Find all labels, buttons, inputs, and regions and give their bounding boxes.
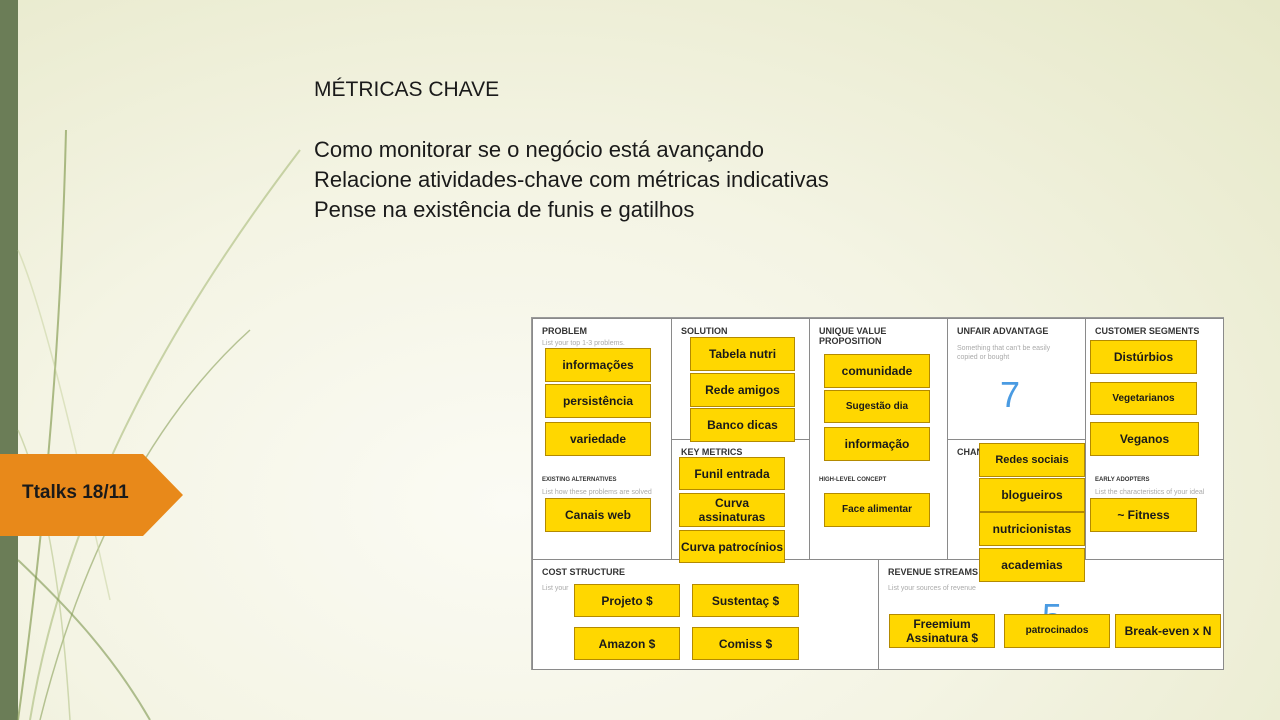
- sticky-curva-assinaturas: Curva assinaturas: [679, 493, 785, 527]
- sticky-curva-patrocinios: Curva patrocínios: [679, 530, 785, 563]
- sticky-informacao: informação: [824, 427, 930, 461]
- header-uvp: UNIQUE VALUE PROPOSITION: [819, 326, 887, 346]
- hint-revenue: List your sources of revenue: [888, 585, 976, 592]
- sticky-academias: academias: [979, 548, 1085, 582]
- header-revenue: REVENUE STREAMS: [888, 567, 979, 577]
- hint-unfair: Something that can't be easily copied or…: [957, 345, 1051, 361]
- header-segments: CUSTOMER SEGMENTS: [1095, 326, 1200, 336]
- hint-problem: List your top 1-3 problems.: [542, 340, 625, 347]
- sticky-sugestao-dia: Sugestão dia: [824, 390, 930, 423]
- ttalks-tag: Ttalks 18/11: [0, 454, 183, 536]
- bullet-line: Como monitorar se o negócio está avançan…: [314, 137, 765, 162]
- sticky-veganos: Veganos: [1090, 422, 1199, 456]
- hint-cost: List your: [542, 585, 569, 592]
- sticky-sustentac: Sustentaç $: [692, 584, 799, 617]
- left-accent-bar: [0, 0, 18, 720]
- header-cost: COST STRUCTURE: [542, 567, 625, 577]
- sticky-banco-dicas: Banco dicas: [690, 408, 795, 442]
- sticky-persistencia: persistência: [545, 384, 651, 418]
- sticky-amazon: Amazon $: [574, 627, 680, 660]
- slide-bullets: Como monitorar se o negócio está avançan…: [314, 135, 829, 225]
- sticky-break-even: Break-even x N: [1115, 614, 1221, 648]
- subheader-existing: EXISTING ALTERNATIVES: [542, 477, 617, 483]
- header-problem: PROBLEM: [542, 326, 587, 336]
- sticky-blogueiros: blogueiros: [979, 478, 1085, 512]
- sticky-funil-entrada: Funil entrada: [679, 457, 785, 490]
- header-key-metrics: KEY METRICS: [681, 447, 743, 457]
- unfair-number: 7: [1000, 374, 1021, 415]
- hint-existing: List how these problems are solved: [542, 489, 652, 496]
- sticky-canais-web: Canais web: [545, 498, 651, 532]
- slide-title: MÉTRICAS CHAVE: [314, 78, 500, 101]
- sticky-variedade: variedade: [545, 422, 651, 456]
- bullet-line: Pense na existência de funis e gatilhos: [314, 197, 695, 222]
- sticky-informacoes: informações: [545, 348, 651, 382]
- tag-label: Ttalks 18/11: [22, 482, 129, 503]
- sticky-comiss: Comiss $: [692, 627, 799, 660]
- sticky-tabela-nutri: Tabela nutri: [690, 337, 795, 371]
- sticky-projeto: Projeto $: [574, 584, 680, 617]
- header-solution: SOLUTION: [681, 326, 728, 336]
- sticky-comunidade: comunidade: [824, 354, 930, 388]
- sticky-nutricionistas: nutricionistas: [979, 512, 1085, 546]
- header-unfair: UNFAIR ADVANTAGE: [957, 326, 1049, 336]
- tag-shape: [0, 454, 183, 536]
- sticky-rede-amigos: Rede amigos: [690, 373, 795, 407]
- sticky-redes-sociais: Redes sociais: [979, 443, 1085, 477]
- hint-early: List the characteristics of your ideal: [1095, 489, 1205, 496]
- header-channels: CHAN: [957, 447, 983, 457]
- decorative-leaves: [17, 129, 301, 720]
- sticky-disturbios: Distúrbios: [1090, 340, 1197, 374]
- bullet-line: Relacione atividades-chave com métricas …: [314, 167, 829, 192]
- sticky-vegetarianos: Vegetarianos: [1090, 382, 1197, 415]
- sticky-patrocinados: patrocinados: [1004, 614, 1110, 648]
- subheader-high-level: HIGH-LEVEL CONCEPT: [819, 477, 887, 483]
- sticky-freemium: Freemium Assinatura $: [889, 614, 995, 648]
- subheader-early: EARLY ADOPTERS: [1095, 477, 1150, 483]
- sticky-face-alimentar: Face alimentar: [824, 493, 930, 527]
- sticky-fitness: ~ Fitness: [1090, 498, 1197, 532]
